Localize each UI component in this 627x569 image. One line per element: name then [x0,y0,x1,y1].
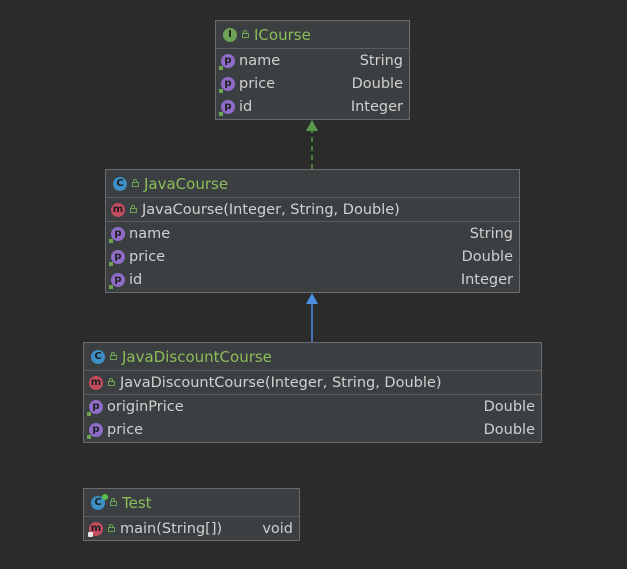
class-header: C JavaDiscountCourse [84,343,541,371]
methods-section: m JavaDiscountCourse(Integer, String, Do… [84,371,541,395]
property-name: price [107,421,144,438]
class-node-javacourse[interactable]: C JavaCourse m JavaCourse(Integer, Strin… [105,169,520,293]
property-row[interactable]: p price Double [84,418,541,441]
class-title: ICourse [254,25,311,44]
class-title: JavaCourse [144,174,229,193]
property-type: Double [483,421,535,438]
property-name: id [129,271,143,288]
method-signature: main(String[]) [120,520,223,537]
property-icon: p [219,99,235,116]
methods-section: m JavaCourse(Integer, String, Double) [106,198,519,222]
property-type: Double [483,398,535,415]
property-row[interactable]: p id Integer [106,268,519,291]
class-node-javadiscountcourse[interactable]: C JavaDiscountCourse m JavaDiscountCours… [83,342,542,443]
property-name: price [239,75,276,92]
property-name: originPrice [107,398,184,415]
interface-icon: I [223,27,237,42]
methods-section: m main(String[]) void [84,517,299,540]
property-type: Double [351,75,403,92]
static-method-icon: m [88,521,103,537]
property-name: price [129,248,166,265]
method-signature: JavaDiscountCourse(Integer, String, Doub… [120,374,442,391]
property-row[interactable]: p id Integer [216,95,409,118]
properties-section: p name String p price Double p id Intege… [106,222,519,291]
class-header: C Test [84,489,299,517]
class-header: C JavaCourse [106,170,519,198]
property-type: String [359,52,403,69]
property-row[interactable]: p price Double [106,245,519,268]
public-lock-icon [129,205,138,214]
class-header: I ICourse [216,21,409,49]
properties-section: p name String p price Double p id Intege… [216,49,409,118]
method-row[interactable]: m main(String[]) void [84,517,299,540]
public-lock-icon [109,498,118,507]
property-type: Integer [350,98,403,115]
property-icon: p [87,399,103,416]
property-icon: p [219,53,235,70]
property-type: Double [461,248,513,265]
method-row[interactable]: m JavaCourse(Integer, String, Double) [106,198,519,221]
property-row[interactable]: p name String [216,49,409,72]
method-signature: JavaCourse(Integer, String, Double) [142,201,400,218]
class-node-icourse[interactable]: I ICourse p name String p price Double p… [215,20,410,120]
property-icon: p [109,226,125,243]
public-lock-icon [109,352,118,361]
class-title: Test [122,493,152,512]
class-node-test[interactable]: C Test m main(String[]) void [83,488,300,541]
public-lock-icon [131,179,140,188]
property-icon: p [87,422,103,439]
public-lock-icon [107,378,116,387]
class-title: JavaDiscountCourse [122,347,272,366]
property-icon: p [109,249,125,266]
property-row[interactable]: p price Double [216,72,409,95]
class-icon: C [91,349,105,364]
property-name: name [129,225,171,242]
method-row[interactable]: m JavaDiscountCourse(Integer, String, Do… [84,371,541,394]
property-row[interactable]: p name String [106,222,519,245]
property-name: id [239,98,253,115]
property-icon: p [109,272,125,289]
property-row[interactable]: p originPrice Double [84,395,541,418]
public-lock-icon [241,30,250,39]
property-name: name [239,52,281,69]
runnable-class-icon: C [91,493,108,510]
method-icon: m [89,375,103,390]
property-icon: p [219,76,235,93]
method-icon: m [111,202,125,217]
property-type: Integer [460,271,513,288]
class-icon: C [113,176,127,191]
property-type: String [469,225,513,242]
public-lock-icon [107,524,116,533]
extends-arrowhead [306,293,318,304]
properties-section: p originPrice Double p price Double [84,395,541,441]
implements-arrowhead [306,120,318,131]
method-return-type: void [262,520,293,537]
